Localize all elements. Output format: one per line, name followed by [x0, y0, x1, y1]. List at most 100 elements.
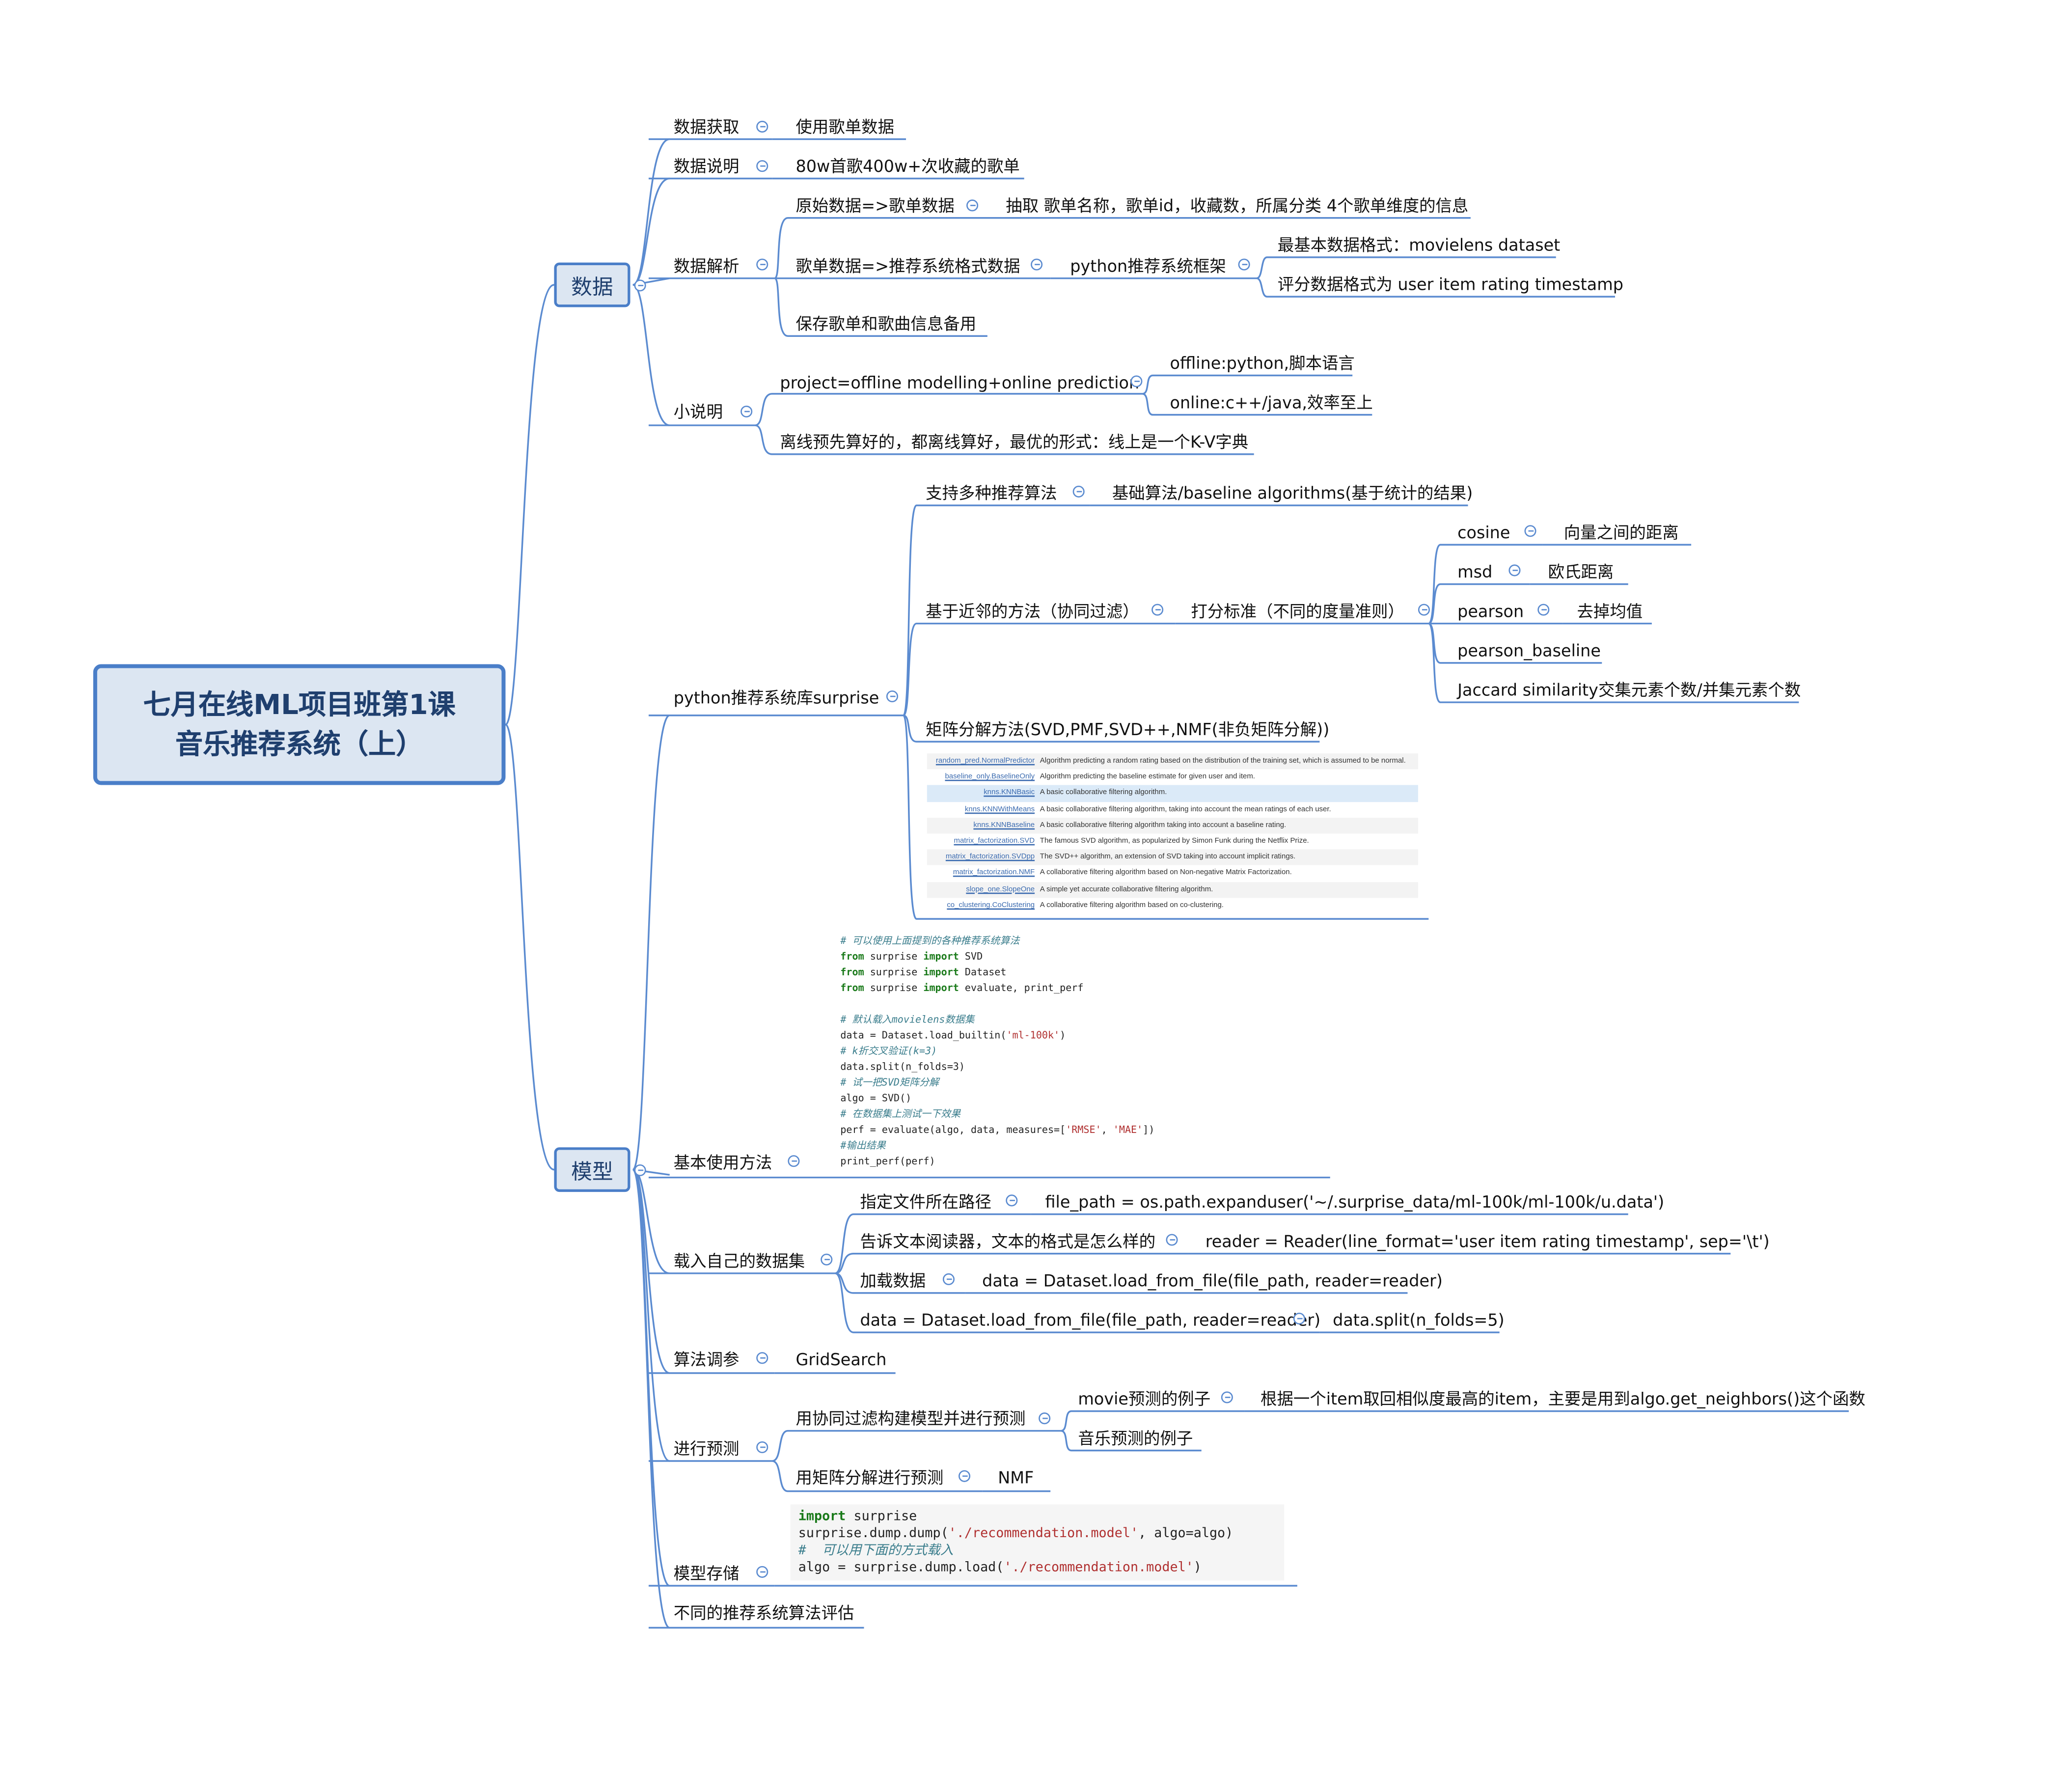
collapse-icon[interactable]: [1031, 258, 1043, 271]
topic-mf[interactable]: 矩阵分解方法(SVD,PMF,SVD++,NMF(非负矩阵分解)): [926, 719, 1330, 739]
topic-leaf[interactable]: 保存歌单和歌曲信息备用: [795, 313, 977, 333]
topic-leaf[interactable]: Jaccard similarity交集元素个数/并集元素个数: [1457, 680, 1801, 700]
collapse-icon[interactable]: [942, 1273, 955, 1285]
collapse-icon[interactable]: [1006, 1194, 1018, 1207]
algo-name-link[interactable]: matrix_factorization.SVD: [954, 837, 1035, 846]
topic-basic-usage[interactable]: 基本使用方法: [673, 1152, 772, 1172]
collapse-icon[interactable]: [966, 199, 979, 212]
topic-leaf[interactable]: 使用歌单数据: [795, 116, 895, 137]
topic-leaf[interactable]: reader = Reader(line_format='user item r…: [1205, 1231, 1770, 1251]
topic-algos[interactable]: 支持多种推荐算法: [926, 483, 1057, 503]
collapse-icon[interactable]: [1508, 564, 1521, 577]
topic-leaf[interactable]: pearson_baseline: [1457, 640, 1601, 661]
collapse-icon[interactable]: [756, 120, 768, 133]
collapse-icon[interactable]: [634, 279, 646, 292]
topic-own-dataset[interactable]: 载入自己的数据集: [673, 1251, 805, 1271]
topic-framework[interactable]: python推荐系统框架: [1070, 256, 1226, 276]
topic-leaf[interactable]: 最基本数据格式：movielens dataset: [1277, 235, 1561, 255]
topic-mf-predict[interactable]: 用矩阵分解进行预测: [795, 1467, 944, 1488]
collapse-icon[interactable]: [821, 1253, 833, 1266]
algo-name-link[interactable]: co_clustering.CoClustering: [947, 901, 1035, 910]
topic-storage[interactable]: 模型存储: [673, 1563, 740, 1583]
topic-project[interactable]: project=offline modelling+online predict…: [780, 373, 1140, 393]
algo-description: Algorithm predicting the baseline estima…: [1040, 773, 1255, 782]
topic-leaf[interactable]: 根据一个item取回相似度最高的item，主要是用到algo.get_neigh…: [1260, 1389, 1865, 1409]
topic-movie[interactable]: movie预测的例子: [1078, 1389, 1211, 1409]
root-topic[interactable]: 七月在线ML项目班第1课 音乐推荐系统（上）: [93, 664, 506, 785]
topic-msd[interactable]: msd: [1457, 562, 1493, 582]
algo-name-link[interactable]: knns.KNNBasic: [984, 789, 1035, 798]
collapse-icon[interactable]: [756, 160, 768, 172]
collapse-icon[interactable]: [634, 1164, 646, 1177]
topic-data-describe[interactable]: 数据说明: [673, 156, 740, 176]
topic-pearson[interactable]: pearson: [1457, 601, 1524, 621]
collapse-icon[interactable]: [1238, 258, 1250, 271]
collapse-icon[interactable]: [1166, 1234, 1178, 1246]
topic-split[interactable]: data = Dataset.load_from_file(file_path,…: [860, 1310, 1321, 1330]
collapse-icon[interactable]: [1221, 1391, 1233, 1404]
collapse-icon[interactable]: [1072, 486, 1085, 498]
collapse-icon[interactable]: [1524, 525, 1536, 537]
topic-data[interactable]: 数据: [554, 262, 630, 307]
topic-leaf[interactable]: file_path = os.path.expanduser('~/.surpr…: [1045, 1192, 1665, 1212]
topic-leaf[interactable]: offline:python,脚本语言: [1170, 353, 1355, 373]
collapse-icon[interactable]: [1039, 1412, 1051, 1425]
algo-name-link[interactable]: matrix_factorization.SVDpp: [945, 854, 1035, 862]
topic-leaf[interactable]: 评分数据格式为 user item rating timestamp: [1277, 274, 1624, 294]
collapse-icon[interactable]: [788, 1155, 800, 1167]
algo-description: The SVD++ algorithm, an extension of SVD…: [1040, 854, 1296, 862]
algo-name-link[interactable]: random_pred.NormalPredictor: [935, 757, 1035, 766]
topic-leaf[interactable]: 80w首歌400w+次收藏的歌单: [795, 156, 1020, 176]
topic-cosine[interactable]: cosine: [1457, 522, 1510, 542]
algo-name-link[interactable]: knns.KNNWithMeans: [964, 805, 1035, 814]
topic-leaf[interactable]: data = Dataset.load_from_file(file_path,…: [982, 1270, 1443, 1291]
collapse-icon[interactable]: [1151, 604, 1164, 616]
topic-leaf[interactable]: 音乐预测的例子: [1078, 1428, 1193, 1448]
collapse-icon[interactable]: [1130, 375, 1143, 387]
topic-leaf[interactable]: data.split(n_folds=5): [1333, 1310, 1505, 1330]
topic-leaf[interactable]: 离线预先算好的，都离线算好，最优的形式：线上是一个K-V字典: [780, 432, 1249, 452]
topic-leaf[interactable]: online:c++/java,效率至上: [1170, 392, 1373, 413]
topic-leaf[interactable]: NMF: [998, 1467, 1034, 1488]
topic-predict[interactable]: 进行预测: [673, 1438, 740, 1459]
topic-data-acquire[interactable]: 数据获取: [673, 116, 740, 137]
collapse-icon[interactable]: [756, 1441, 768, 1454]
algo-name-link[interactable]: slope_one.SlopeOne: [966, 885, 1035, 894]
topic-notes[interactable]: 小说明: [673, 401, 723, 422]
topic-cf[interactable]: 用协同过滤构建模型并进行预测: [795, 1408, 1026, 1429]
topic-leaf[interactable]: 抽取 歌单名称，歌单id，收藏数，所属分类 4个歌单维度的信息: [1006, 195, 1469, 216]
topic-knn[interactable]: 基于近邻的方法（协同过滤）: [926, 601, 1139, 621]
topic-load[interactable]: 加载数据: [860, 1270, 926, 1291]
collapse-icon[interactable]: [1293, 1313, 1305, 1325]
topic-leaf[interactable]: 去掉均值: [1577, 601, 1643, 621]
topic-leaf[interactable]: 向量之间的距离: [1563, 522, 1679, 542]
topic-evaluation[interactable]: 不同的推荐系统算法评估: [673, 1602, 854, 1623]
code-line: surprise.dump.dump('./recommendation.mod…: [798, 1526, 1233, 1542]
topic-leaf[interactable]: 基础算法/baseline algorithms(基于统计的结果): [1112, 483, 1473, 503]
topic-tuning[interactable]: 算法调参: [673, 1349, 740, 1369]
collapse-icon[interactable]: [740, 405, 753, 418]
topic-convert[interactable]: 歌单数据=>推荐系统格式数据: [795, 256, 1020, 276]
topic-surprise[interactable]: python推荐系统库surprise: [673, 688, 879, 708]
topic-leaf[interactable]: GridSearch: [795, 1349, 887, 1369]
collapse-icon[interactable]: [1537, 604, 1550, 616]
collapse-icon[interactable]: [756, 258, 768, 271]
topic-path[interactable]: 指定文件所在路径: [860, 1192, 991, 1212]
algo-name-link[interactable]: knns.KNNBaseline: [973, 821, 1035, 829]
collapse-icon[interactable]: [1418, 604, 1430, 616]
algo-name-link[interactable]: matrix_factorization.NMF: [953, 869, 1035, 878]
collapse-icon[interactable]: [886, 690, 899, 703]
topic-leaf[interactable]: 欧氏距离: [1548, 562, 1614, 582]
collapse-icon[interactable]: [756, 1352, 768, 1364]
topic-metric[interactable]: 打分标准（不同的度量准则）: [1191, 601, 1404, 621]
code-line: data.split(n_folds=3): [840, 1060, 965, 1073]
topic-model[interactable]: 模型: [554, 1147, 630, 1192]
topic-data-parse[interactable]: 数据解析: [673, 256, 740, 276]
collapse-icon[interactable]: [756, 1566, 768, 1578]
algo-name-link[interactable]: baseline_only.BaselineOnly: [945, 773, 1035, 782]
topic-raw-data[interactable]: 原始数据=>歌单数据: [795, 195, 955, 216]
collapse-icon[interactable]: [959, 1470, 971, 1482]
topic-reader[interactable]: 告诉文本阅读器，文本的格式是怎么样的: [860, 1231, 1156, 1251]
